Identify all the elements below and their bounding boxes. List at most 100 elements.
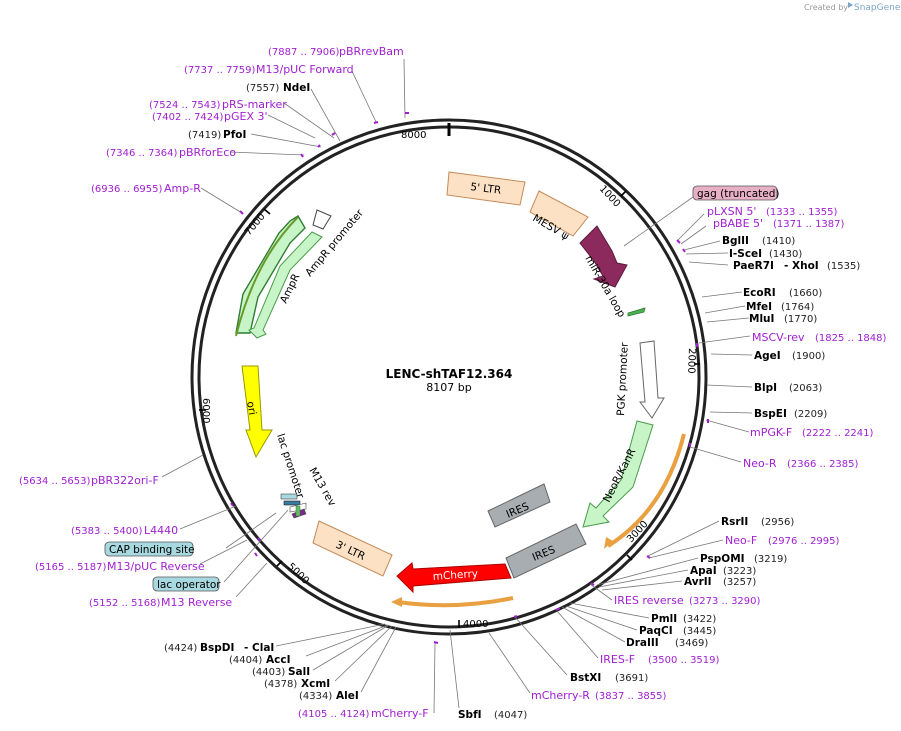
enzyme-sali-name[interactable]: SalI [288,666,310,678]
box-gag-truncated-label: gag (truncated) [697,188,780,200]
enzyme-agei-name[interactable]: AgeI [754,350,781,362]
enzyme-apai-name[interactable]: ApaI [690,565,717,577]
primer-amp-r-name[interactable]: Amp-R [164,182,201,195]
primer-pbrrevbam-name[interactable]: pBRrevBam [339,45,404,58]
tick-7000: 7000 [243,211,268,238]
primer-pbr322ori-f-name[interactable]: pBR322ori-F [91,474,159,487]
enzyme-pspomi-name[interactable]: PspOMI [700,553,745,565]
enzyme-mfei-name[interactable]: MfeI [746,301,772,313]
enzyme-bglii-name[interactable]: BglII [722,235,749,247]
feature-ori-label: ori [244,400,258,416]
enzyme-alei-name[interactable]: AleI [336,690,359,702]
plasmid-name: LENC-shTAF12.364 [386,367,513,381]
enzyme-ndei-name[interactable]: NdeI [283,82,310,94]
primer-pbabe-5-pos: (1371 .. 1387) [773,219,845,230]
feature-ires-1[interactable] [487,483,551,528]
box-lac-operator-label: lac operator [157,579,221,591]
enzyme-ndei-pos: (7557) [246,83,279,94]
primer-pbrrevbam-pos: (7887 .. 7906) [268,47,340,58]
feature-small-green[interactable] [627,307,646,317]
primer-neo-r-name[interactable]: Neo-R [743,457,777,470]
enzyme-ecori-pos: (1660) [789,288,822,299]
feature-neor-kanr[interactable] [582,420,654,528]
enzyme-blpi-name[interactable]: BlpI [754,382,777,394]
enzyme-clai-name[interactable]: - ClaI [244,642,274,654]
primer-m13-puc-reverse-name[interactable]: M13/pUC Reverse [107,560,205,573]
feature-ori[interactable] [241,365,273,459]
primer-m13-reverse-name[interactable]: M13 Reverse [161,596,232,609]
enzyme-avrii-name[interactable]: AvrII [684,576,712,588]
feature-ampr-inner[interactable] [248,231,323,339]
enzyme-bspei-pos: (2209) [794,409,827,420]
feature-orf-neo[interactable] [606,433,686,548]
enzyme-alei-pos: (4334) [299,691,332,702]
feature-orf-mcherry[interactable] [397,596,514,608]
box-cap-binding-site-label: CAP binding site [109,544,195,556]
primer-mscv-rev-pos: (1825 .. 1848) [815,333,887,344]
primer-m13-puc-forward-pos: (7737 .. 7759) [184,65,256,76]
enzyme-xcmi-name[interactable]: XcmI [301,678,330,690]
enzyme-bglii-pos: (1410) [762,236,795,247]
leader-lines [161,58,753,714]
primer-neo-f-pos: (2976 .. 2995) [768,536,840,547]
enzyme-sbfi-name[interactable]: SbfI [458,709,482,721]
primer-mscv-rev-name[interactable]: MSCV-rev [752,331,805,344]
feature-ires-2[interactable] [505,523,587,579]
box-gag-truncated[interactable] [692,185,778,201]
enzyme-rsrii-pos: (2956) [761,517,794,528]
primer-plxsn-5-name[interactable]: pLXSN 5' [707,205,756,218]
primer-mcherry-f-name[interactable]: mCherry-F [371,707,429,720]
primer-pgex-3-name[interactable]: pGEX 3' [224,110,268,123]
enzyme-draiii-pos: (3469) [675,638,708,649]
enzyme-i-scei-name[interactable]: I-SceI [729,248,762,260]
feature-mcherry[interactable] [396,562,512,594]
feature-5-ltr[interactable] [446,171,526,206]
primer-pbabe-5-name[interactable]: pBABE 5' [713,217,763,230]
box-cap-binding-site[interactable] [104,541,194,557]
enzyme-mlui-name[interactable]: MluI [749,313,774,325]
enzyme-blpi-pos: (2063) [789,383,822,394]
enzyme-pfoi-name[interactable]: PfoI [223,129,246,141]
enzyme-bstxi-pos: (3691) [615,673,648,684]
enzyme-xhoi-name[interactable]: - XhoI [784,260,819,272]
primer-mpgk-f-name[interactable]: mPGK-F [750,426,792,439]
feature-mir-30a-loop[interactable] [579,225,628,288]
box-lac-operator[interactable] [152,576,220,592]
enzyme-bstxi-name[interactable]: BstXI [570,672,601,684]
feature-pgk-promoter[interactable] [639,340,665,419]
primer-prs-marker-pos: (7524 .. 7543) [149,100,221,111]
enzyme-acci-name[interactable]: AccI [266,654,290,666]
primer-pbrforeco-name[interactable]: pBRforEco [179,146,236,159]
feature-mesv-psi[interactable] [529,190,589,237]
enzyme-draiii-name[interactable]: DraIII [626,637,659,649]
primer-prs-marker-name[interactable]: pRS-marker [222,98,287,111]
feature-pgk-promoter-label: PGK promoter [615,342,631,417]
snapgene-logo-icon [848,2,853,8]
enzyme-rsrii-name[interactable]: RsrII [721,516,748,528]
primer-mcherry-r-name[interactable]: mCherry-R [531,689,590,702]
primer-ires-f-name[interactable]: IRES-F [600,653,635,666]
tick-8000: 8000 [401,130,426,141]
primer-ires-reverse-name[interactable]: IRES reverse [614,594,684,607]
enzyme-ecori-name[interactable]: EcoRI [743,287,776,299]
feature-3-ltr[interactable] [312,520,393,577]
feature-ampr[interactable] [235,215,306,334]
primer-plxsn-5-pos: (1333 .. 1355) [766,207,838,218]
primer-neo-f-name[interactable]: Neo-F [725,534,757,547]
enzyme-bspdi-name[interactable]: BspDI [200,642,234,654]
primer-marks [230,112,709,644]
primer-ires-f-pos: (3500 .. 3519) [648,655,720,666]
primer-mpgk-f-pos: (2222 .. 2241) [802,428,874,439]
tick-6000: 6000 [200,398,211,423]
feature-ampr-promoter[interactable] [312,209,332,230]
enzyme-paqci-name[interactable]: PaqCI [639,625,673,637]
primer-l4440-name[interactable]: L4440 [144,524,178,537]
enzyme-pmli-name[interactable]: PmlI [651,613,677,625]
primer-m13-puc-forward-name[interactable]: M13/pUC Forward [256,63,354,76]
enzyme-pspomi-pos: (3219) [754,554,787,565]
enzyme-bspei-name[interactable]: BspEI [754,408,787,420]
primer-neo-r-pos: (2366 .. 2385) [787,459,859,470]
feature-orf-mcherry-head [391,597,402,607]
enzyme-paer7i-name[interactable]: PaeR7I [733,260,774,272]
feature-lac-region[interactable] [280,493,307,519]
